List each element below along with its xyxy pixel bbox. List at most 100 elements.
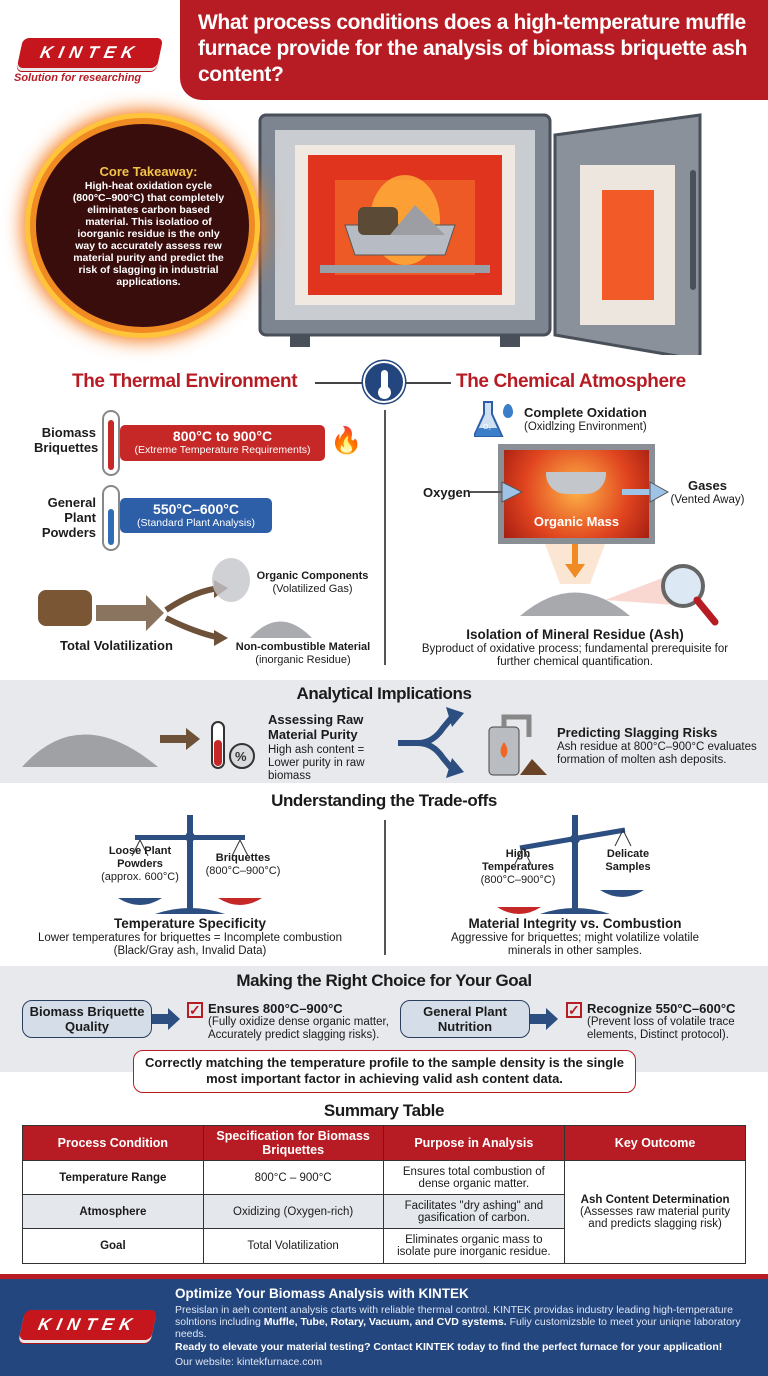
implications-title: Analytical Implications [296,684,472,703]
organic-mass-label: Organic Mass [533,514,620,529]
ash-pile-icon [22,734,158,767]
ash-pile-icon [250,621,312,638]
powders-pan-note: (approx. 600°C) [101,871,179,883]
purity-text: High ash content = Lower purity in raw b… [268,744,365,782]
title-rule [405,382,451,384]
outcome-text: (Assesses raw material purity and predic… [580,1206,731,1230]
footer-systems: Muffle, Tube, Rotary, Vacuum, and CVD sy… [263,1316,507,1328]
column-header: Key Outcome [564,1125,746,1161]
powders-scale-label: Loose Plant Powders(approx. 600°C) [95,845,185,884]
material-integrity-text: Aggressive for briquettes; might volatil… [450,932,699,957]
slag-title: Predicting Slagging Risks [557,725,718,740]
powders-note: (Standard Plant Analysis) [137,517,255,529]
powders-pan-label: Loose Plant Powders [108,845,172,870]
table-cell: Oxidizing (Oxygen-rich) [202,1194,384,1229]
summary-title: Summary Table [323,1101,445,1120]
complete-oxidation: Complete Oxidation [524,405,647,420]
footer-text: Fuliy customizsble to meet your uniqne l… [175,1316,741,1340]
key-outcome-cell: Ash Content Determination(Assesses raw m… [564,1160,746,1264]
arrow-right-icon [160,728,200,750]
goal-biomass-briquette: Biomass Briquette Quality [22,1000,152,1038]
balanced-scale-icon [118,815,262,914]
high-temp-pan-note: (800°C–900°C) [480,874,556,886]
divider [384,410,386,665]
goal-general-plant-nutrition: General Plant Nutrition [400,1000,530,1038]
footer-website-link[interactable]: Our website: kintekfurnace.com [175,1356,323,1368]
table-row: Goal Total Volatilization Eliminates org… [22,1228,746,1264]
page-title: What process conditions does a high-temp… [198,11,748,86]
briquettes-label: Biomass Briquettes [34,425,99,455]
tradeoffs-title: Understanding the Trade-offs [271,791,497,810]
briquettes-temp-bar: 800°C to 900°C (Extreme Temperature Requ… [120,425,325,461]
footer-title: Optimize Your Biomass Analysis with KINT… [175,1286,469,1301]
result1-note: (Fully oxidize dense organic matter, Acc… [208,1016,389,1041]
table-cell: Goal [22,1228,204,1264]
purity-title: Assessing Raw Material Purity [268,712,364,742]
oxygen-arrow-icon [470,481,524,503]
table-cell: Eliminates organic mass to isolate pure … [382,1228,566,1264]
non-combustible-label: Non-combustible Material(inorganic Resid… [228,641,378,667]
magnifier-icon [605,564,719,626]
smoke-icon [212,558,250,602]
oxygen-label: Oxygen [423,485,471,500]
hot-thermometer-icon [102,410,120,476]
core-takeaway-title: Core Takeaway: [99,164,198,179]
column-header: Purpose in Analysis [382,1125,566,1161]
table-header-row: Process Condition Specification for Biom… [22,1125,746,1161]
briquettes-scale-label: Briquettes(800°C–900°C) [198,852,288,878]
arrow-right-icon [530,1008,558,1030]
table-cell: Total Volatilization [202,1228,384,1264]
high-temp-scale-label: High Temperatures(800°C–900°C) [478,848,558,887]
temperature-specificity-text: Lower temperatures for briquettes = Inco… [38,932,342,944]
column-header: Specification for Biomass Briquettes [202,1125,384,1161]
chemical-atmosphere-title: The Chemical Atmosphere [456,371,686,392]
kintek-logo: KINTEK [18,1310,158,1340]
powders-temp-bar: 550°C–600°C (Standard Plant Analysis) [120,498,272,533]
tilted-scale-icon [497,815,644,914]
total-volatilization-label: Total Volatilization [60,638,173,653]
delicate-samples-label: Delicate Samples [605,848,651,873]
table-row: Temperature Range 800°C – 900°C Ensures … [22,1160,746,1264]
briquette-icon [38,590,92,626]
briquettes-pan-label: Briquettes [215,852,271,864]
footer-cta: Ready to elevate your material testing? … [175,1341,723,1353]
flame-icon: 🔥 [330,425,363,455]
svg-text:%: % [235,749,247,764]
cool-thermometer-icon [102,485,120,551]
droplet-icon [503,404,513,418]
flask-label: O₂ [483,424,492,431]
result2-title: Recognize 550°C–600°C [587,1001,736,1016]
ash-residue-illustration [520,544,630,616]
result1-title: Ensures 800°C–900°C [208,1001,343,1016]
isolation-title: Isolation of Mineral Residue (Ash) [466,627,684,642]
table-cell: 800°C – 900°C [202,1160,384,1195]
slag-text: Ash residue at 800°C–900°C evaluates for… [557,741,757,766]
non-combustible: Non-combustible Material [235,641,371,653]
kintek-logo: KINTEK [16,38,164,68]
title-rule [315,382,363,384]
organic-components-note: (Volatilized Gas) [272,583,353,595]
result2-note: (Prevent loss of volatile trace elements… [587,1016,735,1041]
isolation-note: Byproduct of oxidative process; fundamen… [421,643,729,668]
arrow-right-icon [152,1008,180,1030]
material-integrity-title: Material Integrity vs. Combustion [468,916,682,931]
non-combustible-note: (inorganic Residue) [255,654,351,666]
oxidation-note: (Oxidlzing Environment) [524,421,647,433]
key-callout: Correctly matching the temperature profi… [133,1050,636,1093]
organic-components-label: Organic Components(Volatilized Gas) [250,570,375,596]
logo-tagline: Solution for researching [14,72,142,84]
table-cell: Ensures total combustion of dense organi… [382,1160,566,1195]
summary-table: Process Condition Specification for Biom… [22,1125,746,1264]
gases-arrow-icon [622,481,670,503]
gases-label: Gases [687,478,728,493]
boiler-slag-icon [488,714,547,776]
high-temp-pan-label: High Temperatures [482,848,554,873]
oxygen-flask-icon: O₂ [472,400,504,438]
choice-title: Making the Right Choice for Your Goal [236,971,532,990]
thermometer-icon [363,361,405,403]
muffle-furnace-illustration [258,113,702,355]
outcome-title: Ash Content Determination [580,1194,730,1206]
oxidation-chamber-illustration: Organic Mass [498,444,655,544]
column-header: Process Condition [22,1125,204,1161]
checkbox-icon: ✓ [566,1002,582,1018]
